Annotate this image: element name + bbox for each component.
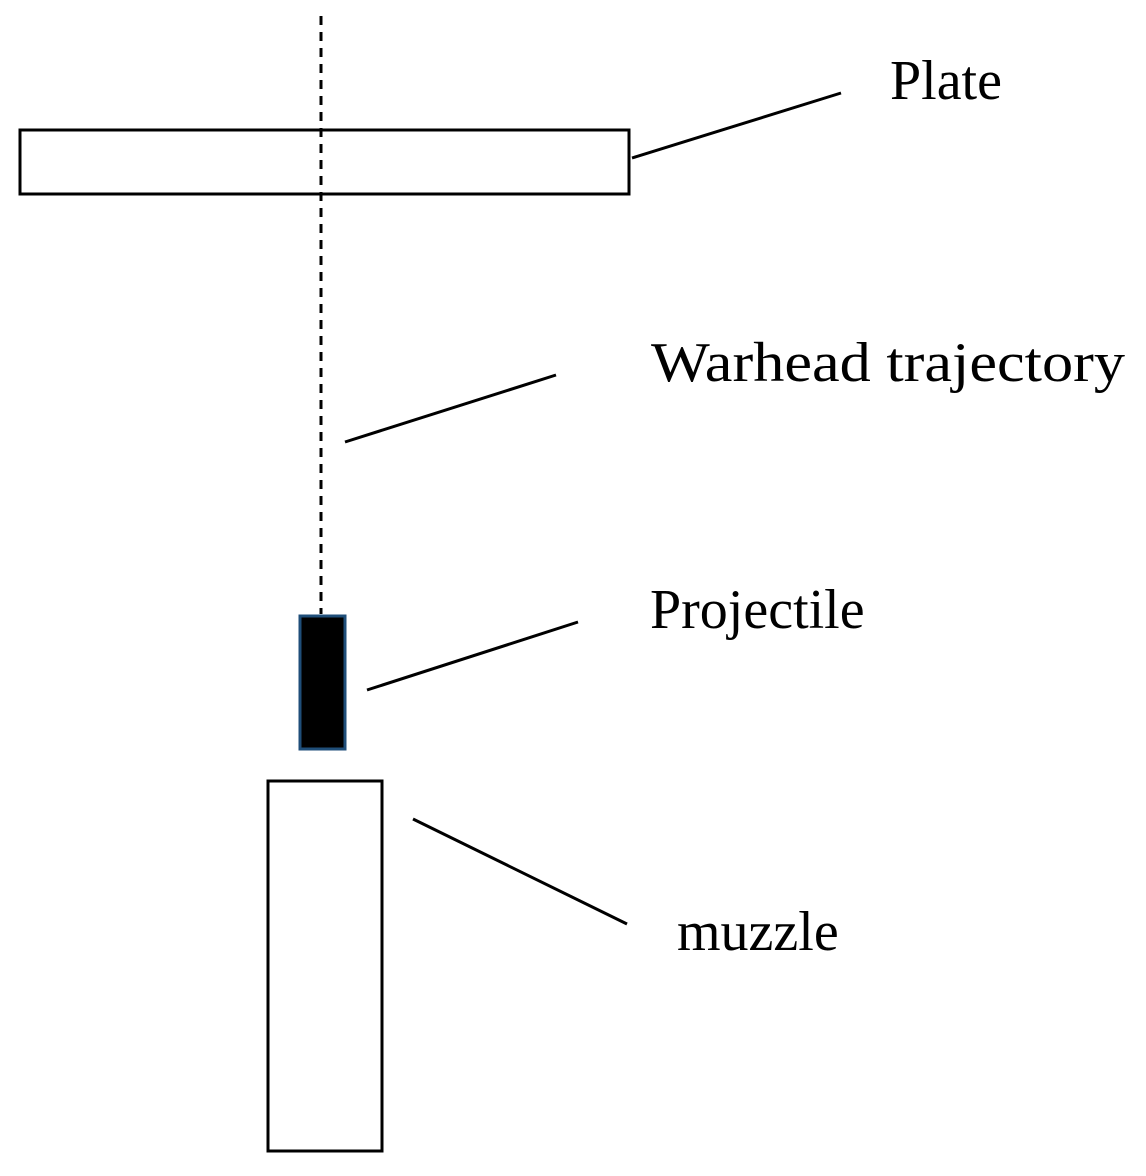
muzzle-shape xyxy=(266,779,384,1153)
projectile-shape xyxy=(298,614,347,751)
trajectory-label: Warhead trajectory xyxy=(651,332,1125,394)
muzzle-label: muzzle xyxy=(677,901,839,963)
projectile-leader-line xyxy=(366,620,579,692)
projectile-label: Projectile xyxy=(650,579,865,641)
plate-label: Plate xyxy=(890,50,1002,112)
muzzle-leader-line xyxy=(412,817,628,926)
plate-shape xyxy=(18,128,631,196)
trajectory-leader-line xyxy=(344,373,557,444)
plate-leader-line xyxy=(631,91,842,160)
